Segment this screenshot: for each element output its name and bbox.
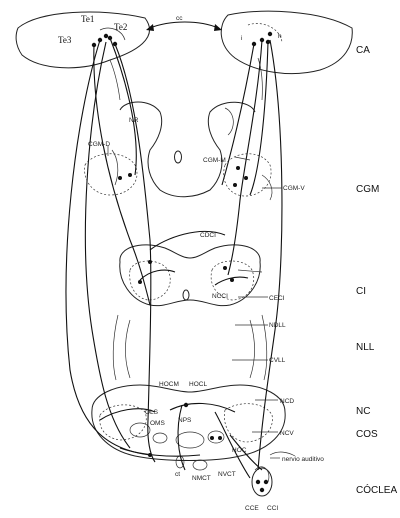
level-label-nll: NLL [356, 342, 375, 353]
label-te2: Te2 [114, 22, 127, 32]
label-nr: NR [129, 117, 139, 124]
label-nervio-auditivo: nervio auditivo [282, 456, 324, 463]
nll-left-curve [126, 320, 131, 378]
label-cgm-d: CGM-D [88, 141, 110, 148]
label-nvct: NVCT [218, 471, 236, 478]
nll-right-curve [250, 320, 255, 378]
brainstem-left-edge [113, 315, 118, 380]
level-label-coclea: CÓCLEA [356, 483, 397, 496]
label-cc: cc [176, 15, 183, 22]
cgm-right [224, 154, 272, 200]
label-hocm: HOCM [159, 381, 179, 388]
label-te3: Te3 [58, 35, 72, 45]
label-nmct: NMCT [192, 475, 211, 482]
label-hoc: HOC [232, 447, 247, 454]
inferior-colliculus-outline [120, 245, 260, 306]
label-oms: OMS [150, 420, 165, 427]
label-ncv: NCV [280, 430, 294, 437]
label-cci: CCI [267, 505, 278, 512]
level-label-ca: CA [356, 45, 370, 56]
label-cdci: CDCI [200, 232, 216, 239]
label-cgm-m: CGM-M [203, 157, 226, 164]
cortex-right [221, 11, 352, 100]
pathway-lines [66, 38, 282, 478]
cortex-left [16, 12, 149, 100]
label-ols: OLS [145, 409, 159, 416]
label-ct: ct [175, 471, 180, 478]
label-ndll: NDLL [269, 322, 286, 329]
label-ncd: NCD [280, 398, 294, 405]
level-label-cos: COS [356, 429, 378, 440]
label-hocl: HOCL [189, 381, 207, 388]
label-i: i [241, 35, 242, 42]
corpus-callosum-arrow [150, 22, 218, 28]
label-cvll: CVLL [269, 357, 286, 364]
label-cce: CCE [245, 505, 259, 512]
level-label-ci: CI [356, 286, 366, 297]
brainstem-outline [92, 385, 285, 470]
label-ceci: CECI [269, 295, 285, 302]
label-h: h [278, 33, 282, 40]
leader-lines [108, 146, 282, 458]
label-ncci: NCCI [212, 293, 228, 300]
level-label-nc: NC [356, 406, 370, 417]
cgm-left [85, 150, 137, 195]
label-cgm-v: CGM-V [283, 185, 305, 192]
label-te1: Te1 [81, 14, 94, 24]
level-label-cgm: CGM [356, 184, 379, 195]
label-nps: NPS [178, 417, 192, 424]
